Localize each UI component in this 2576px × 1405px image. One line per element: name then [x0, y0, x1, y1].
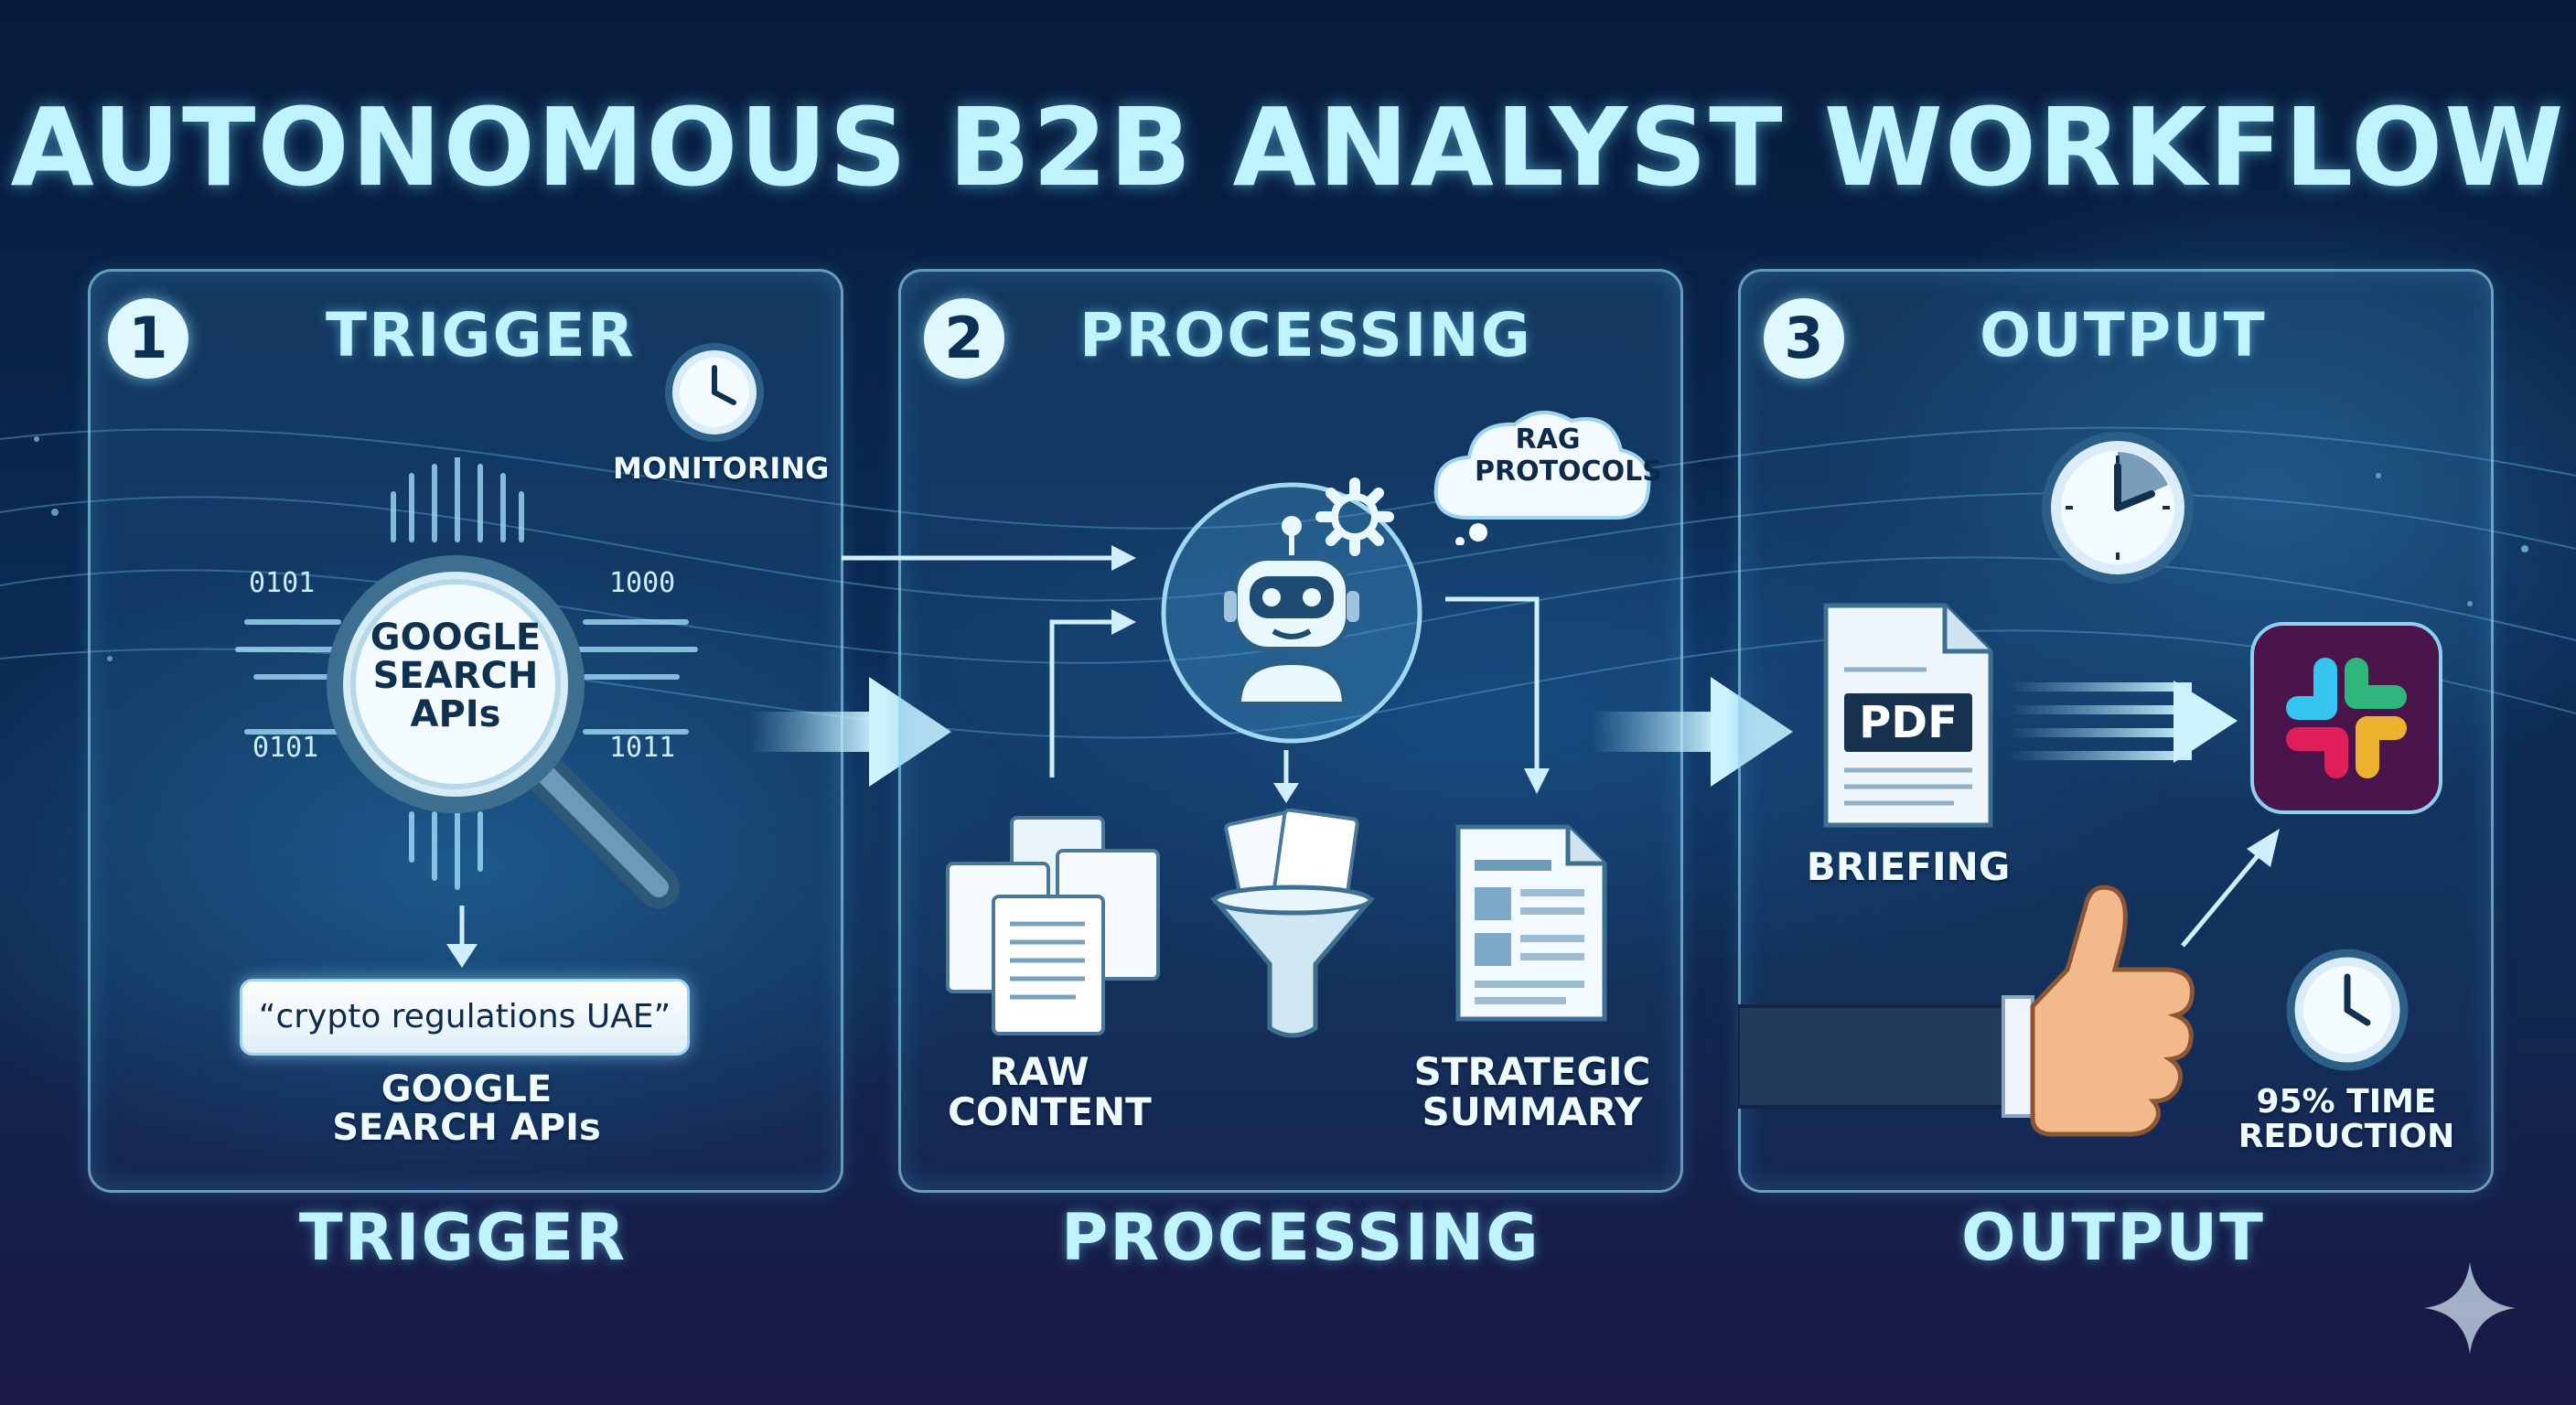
binary-text-right-bottom: 1011: [609, 732, 676, 764]
speed-arrow-icon: [2009, 681, 2238, 763]
briefing-label: BRIEFING: [1806, 844, 2011, 889]
slack-logo-icon: [2250, 622, 2442, 814]
pdf-text: PDF: [1859, 697, 1958, 748]
monitoring-label: MONITORING: [613, 451, 830, 486]
clock-icon: [665, 343, 764, 442]
flow-arrow-1: [750, 677, 951, 787]
rag-protocols-label: RAG PROTOCOLS: [1475, 424, 1662, 488]
search-query-box: “crypto regulations UAE”: [240, 979, 690, 1056]
thumbs-up-icon: [1738, 885, 2195, 1137]
data-stream-lines: [235, 457, 698, 890]
document-stack-icon: [946, 816, 1160, 1035]
cloud-shape: [1433, 410, 1651, 545]
panel-title-trigger: TRIGGER: [326, 300, 636, 370]
arrow-down-to-funnel: [1273, 750, 1299, 803]
bottom-label-output: OUTPUT: [1961, 1200, 2265, 1275]
page-title: AUTONOMOUS B2B ANALYST WORKFLOW: [10, 84, 2566, 210]
step-number-2: 2: [924, 298, 1004, 379]
gear-icon: [1315, 477, 1394, 556]
bottom-label-processing: PROCESSING: [1061, 1200, 1540, 1275]
time-reduction-label: 95% TIME REDUCTION: [2238, 1083, 2455, 1155]
panel-title-processing: PROCESSING: [1079, 300, 1532, 370]
clock-icon: [2286, 949, 2409, 1071]
source-label: GOOGLE SEARCH APIs: [332, 1068, 601, 1149]
diagonal-arrow-icon: [2181, 829, 2280, 948]
bottom-label-trigger: TRIGGER: [298, 1200, 628, 1275]
magnifier-icon: [327, 555, 680, 908]
binary-text-left-bottom: 0101: [252, 732, 319, 764]
funnel-icon: [1209, 809, 1376, 1038]
magnifier-label: GOOGLE SEARCH APIs: [370, 617, 542, 735]
strategic-summary-label: STRATEGIC SUMMARY: [1413, 1049, 1651, 1135]
binary-text-right-top: 1000: [609, 567, 676, 599]
flow-arrow-2: [1592, 677, 1793, 787]
clock-icon: [2042, 432, 2194, 584]
step-number-3: 3: [1764, 298, 1844, 379]
panel-title-output: OUTPUT: [1980, 300, 2267, 370]
binary-text-left-top: 0101: [249, 567, 316, 599]
sparkle-icon: [2424, 1262, 2516, 1354]
arrow-down-icon: [446, 906, 478, 968]
raw-content-label: RAW CONTENT: [948, 1049, 1152, 1135]
pdf-document-icon: [1823, 603, 1993, 828]
connector-lines: [842, 545, 1550, 794]
step-number-1: 1: [108, 298, 188, 379]
summary-document-icon: [1455, 824, 1607, 1022]
